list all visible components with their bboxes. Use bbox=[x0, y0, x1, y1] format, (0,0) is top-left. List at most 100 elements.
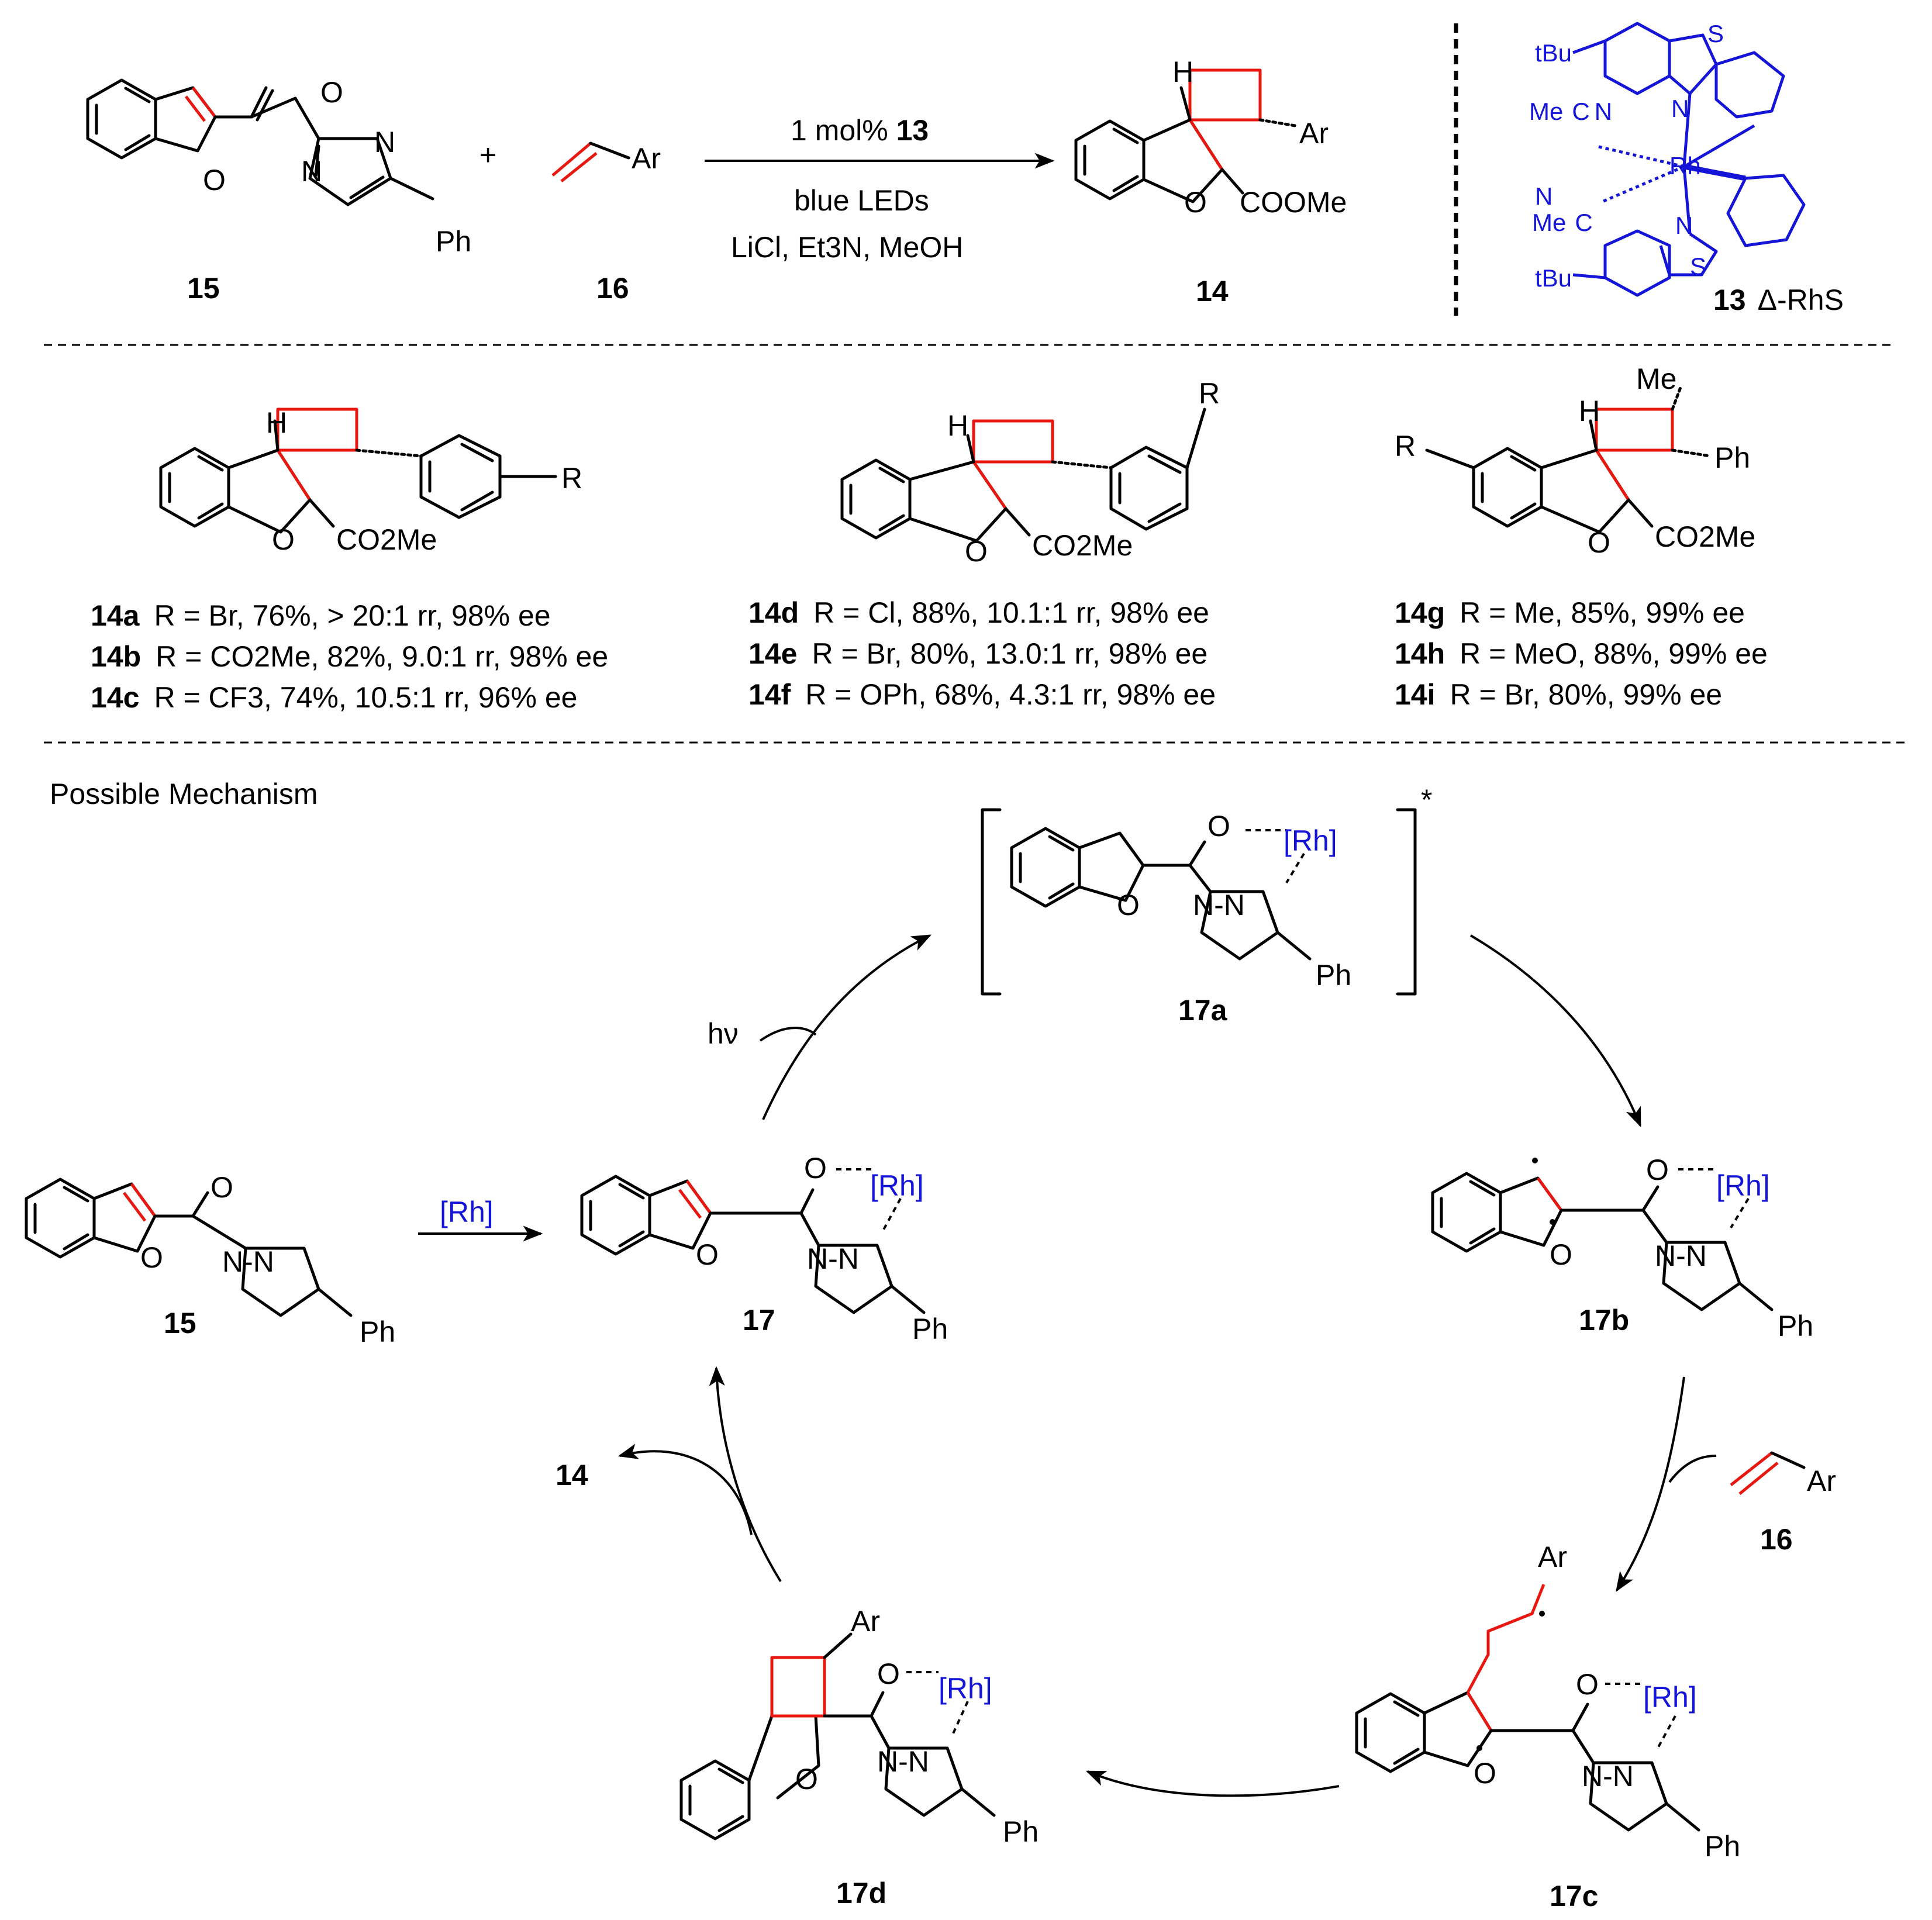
photon-tail bbox=[759, 1027, 817, 1042]
h-label: H bbox=[266, 406, 287, 439]
alkene-addition-arrow bbox=[1616, 1376, 1685, 1592]
o-ring-label: O bbox=[696, 1238, 719, 1271]
r-label: R bbox=[1395, 430, 1416, 462]
co2me-label: CO2Me bbox=[336, 523, 437, 556]
compound-14-top: H Ar COOMe O 14 bbox=[1074, 56, 1347, 308]
product-14-arrow bbox=[617, 1444, 753, 1535]
ph-label: Ph bbox=[1316, 959, 1351, 992]
condition-catalyst-loading: 1 mol% 13 bbox=[791, 114, 929, 147]
ph-label: Ph bbox=[436, 225, 471, 258]
h-label: H bbox=[1579, 395, 1600, 427]
tbu-label: tBu bbox=[1535, 264, 1572, 292]
compound-label-17b: 17b bbox=[1579, 1304, 1629, 1337]
n-label: N bbox=[1671, 95, 1689, 122]
compound-label-14: 14 bbox=[556, 1459, 588, 1491]
coome-label: COOMe bbox=[1240, 186, 1347, 219]
ar-label: Ar bbox=[1538, 1541, 1567, 1573]
compound-label-17a: 17a bbox=[1178, 994, 1228, 1027]
me-label: Me bbox=[1636, 362, 1676, 395]
intermediate-17b: O [Rh] O N-N Ph 17b bbox=[1431, 1154, 1813, 1342]
n-n-label: N-N bbox=[807, 1242, 859, 1275]
compound-15-mechanism: O O N-N Ph 15 bbox=[25, 1171, 395, 1348]
n-n-label: N-N bbox=[1582, 1760, 1634, 1793]
scope-structure-3: H Me Ph R O CO2Me bbox=[1395, 362, 1755, 559]
o-label: O bbox=[320, 76, 343, 109]
ph-label: Ph bbox=[1778, 1310, 1813, 1342]
reaction-arrow: 1 mol% 13 blue LEDs LiCl, Et3N, MeOH bbox=[705, 114, 1055, 264]
o-ring-label: O bbox=[140, 1241, 163, 1274]
o-label: O bbox=[1646, 1154, 1669, 1186]
o-label: O bbox=[211, 1171, 233, 1204]
rh-label: [Rh] bbox=[1716, 1169, 1770, 1202]
condition-light: blue LEDs bbox=[794, 184, 929, 217]
n-n-label: N-N bbox=[1193, 889, 1245, 921]
o-ring-label: O bbox=[1474, 1757, 1496, 1790]
o-label: O bbox=[1208, 810, 1230, 842]
plus-sign: + bbox=[479, 139, 496, 171]
compound-label-17d: 17d bbox=[836, 1877, 886, 1909]
rh-label: [Rh] bbox=[1643, 1681, 1697, 1714]
o-ring-label: O bbox=[1184, 186, 1207, 219]
compound-label-14: 14 bbox=[1196, 275, 1229, 308]
o-ring-label: O bbox=[965, 535, 988, 568]
compound-16-mechanism: Ar 16 bbox=[1730, 1451, 1836, 1556]
s-label: S bbox=[1690, 253, 1706, 280]
n-n-label: N-N bbox=[1655, 1239, 1707, 1272]
rh-label: [Rh] bbox=[1284, 824, 1337, 857]
intermediate-17d: Ar O [Rh] O N-N Ph 17d bbox=[679, 1605, 1039, 1909]
compound-label-15: 15 bbox=[164, 1307, 196, 1339]
condition-reagents: LiCl, Et3N, MeOH bbox=[731, 231, 963, 264]
h-label: H bbox=[1172, 56, 1193, 88]
co2me-label: CO2Me bbox=[1655, 520, 1755, 553]
o-ring-label: O bbox=[203, 164, 226, 196]
ar-label: Ar bbox=[851, 1605, 880, 1638]
excited-star: * bbox=[1421, 783, 1432, 816]
ph-label: Ph bbox=[1705, 1830, 1740, 1863]
n-n-label: N-N bbox=[877, 1745, 929, 1778]
compound-label-17c: 17c bbox=[1550, 1880, 1598, 1912]
rh-label: Rh bbox=[1669, 152, 1701, 179]
n-label: N bbox=[1675, 212, 1693, 239]
intermediate-17a: O [Rh] O N-N Ph * 17a bbox=[981, 783, 1432, 1027]
alkene-tail bbox=[1668, 1455, 1717, 1483]
o-label: O bbox=[804, 1152, 827, 1185]
compound-label-15: 15 bbox=[187, 272, 220, 305]
ar-label: Ar bbox=[632, 142, 661, 175]
ph-label: Ph bbox=[360, 1315, 395, 1348]
o-ring-label: O bbox=[272, 523, 295, 556]
o-ring-label: O bbox=[1117, 889, 1140, 921]
ph-label: Ph bbox=[1714, 441, 1750, 474]
compound-16-top: Ar 16 bbox=[551, 141, 661, 305]
rh-reagent-label: [Rh] bbox=[440, 1196, 494, 1228]
ncme-label: N bbox=[1535, 182, 1552, 210]
o-ring-label: O bbox=[1588, 526, 1610, 559]
r-label: R bbox=[561, 462, 582, 495]
s-label: S bbox=[1707, 20, 1724, 47]
excited-to-diradical-arrow bbox=[1469, 934, 1641, 1128]
compound-label-16: 16 bbox=[1760, 1523, 1793, 1556]
o-ring-label: O bbox=[795, 1763, 818, 1795]
excitation-arrow bbox=[762, 934, 932, 1120]
rh-label: [Rh] bbox=[939, 1672, 992, 1705]
o-label: O bbox=[877, 1657, 900, 1690]
ph-label: Ph bbox=[912, 1313, 948, 1345]
h-label: H bbox=[947, 409, 968, 442]
o-label: O bbox=[1576, 1668, 1599, 1701]
hv-label: hν bbox=[708, 1017, 739, 1050]
r-label: R bbox=[1199, 377, 1220, 410]
n-n-label: N-N bbox=[222, 1245, 274, 1278]
